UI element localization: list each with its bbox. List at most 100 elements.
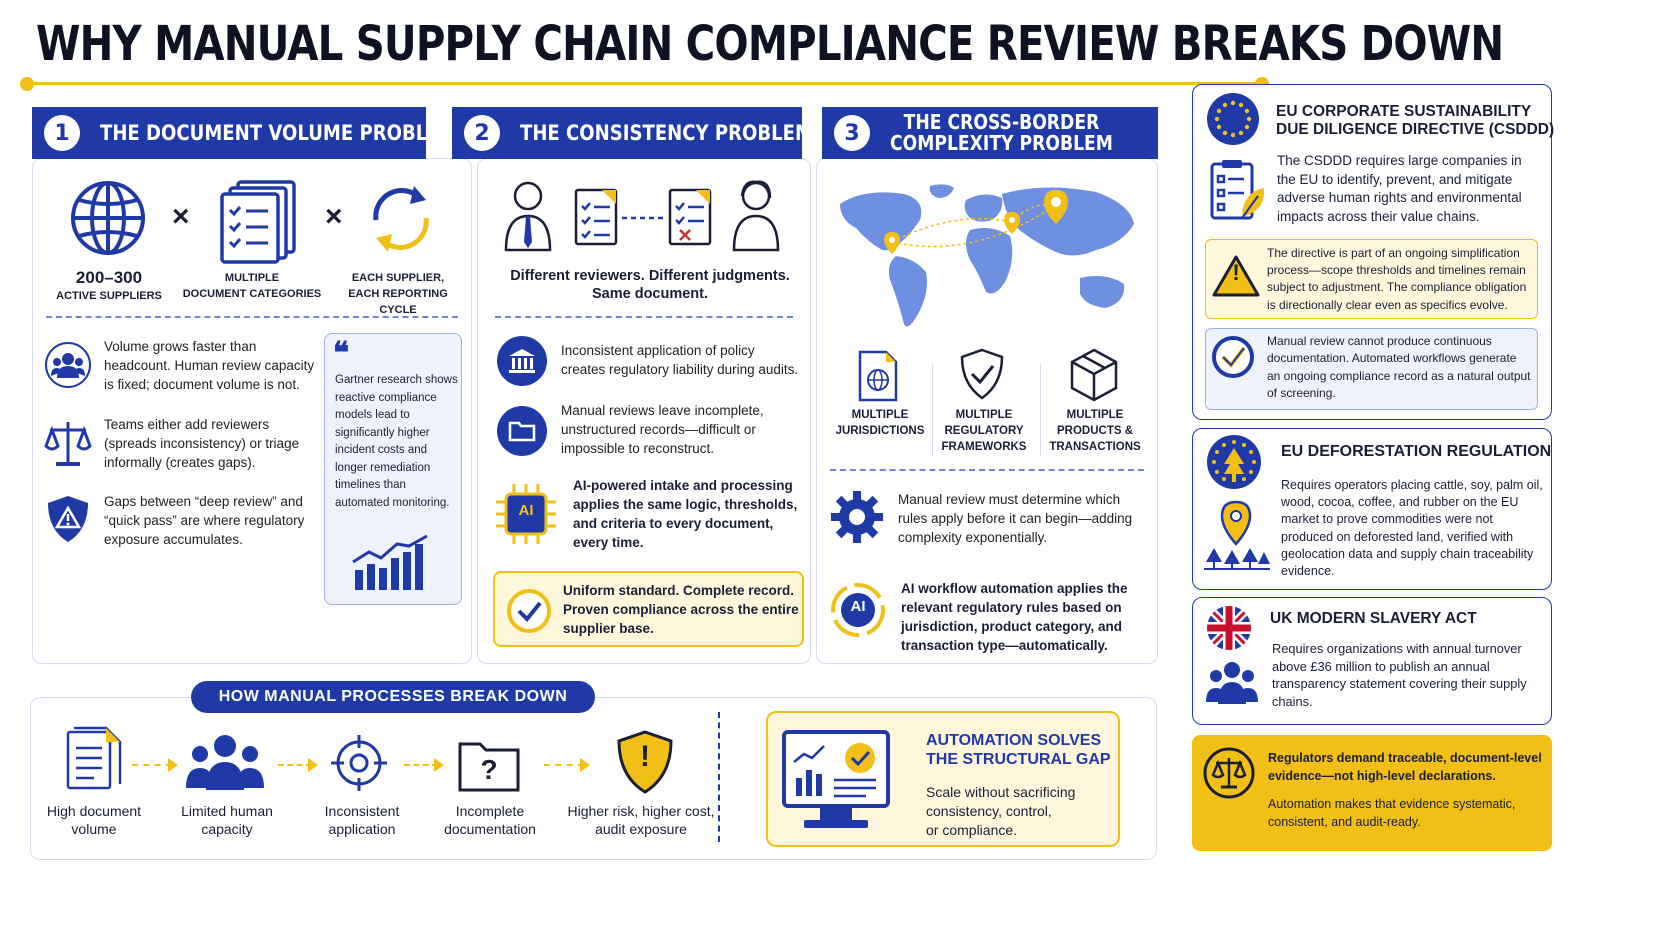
warning-triangle-icon <box>1212 255 1260 297</box>
jurisdiction-document-icon <box>858 350 898 402</box>
uniform-standard-box: Uniform standard. Complete record. Prove… <box>493 571 804 647</box>
arrow-2-head <box>308 758 318 772</box>
document-volume-icon <box>66 726 122 790</box>
step5-line2: audit exposure <box>595 821 687 837</box>
products-line1: MULTIPLE <box>1066 409 1124 421</box>
stat-cycle-line1: EACH SUPPLIER, <box>351 272 445 284</box>
panel3-point-rules: Manual review must determine which rules… <box>898 492 1133 545</box>
quote-icon: ❝ <box>333 337 350 370</box>
csddd-note-box <box>1205 328 1538 410</box>
jurisdictions-label: MULTIPLE JURISDICTIONS <box>830 407 930 439</box>
products-label: MULTIPLE PRODUCTS & TRANSACTIONS <box>1040 407 1150 455</box>
panel2-point-records: Manual reviews leave incomplete, unstruc… <box>561 403 764 456</box>
forest-location-icon <box>1204 500 1270 570</box>
uk-title: UK MODERN SLAVERY ACT <box>1270 610 1477 627</box>
refresh-cycle-icon <box>373 186 429 252</box>
panel3-divider <box>830 469 1144 471</box>
step3-line1: Inconsistent <box>324 803 400 819</box>
package-box-icon <box>1070 348 1118 402</box>
automation-title-line1: AUTOMATION SOLVES <box>926 732 1102 749</box>
dashboard-monitor-icon <box>782 730 890 828</box>
arrow-3-head <box>434 758 444 772</box>
products-line3: TRANSACTIONS <box>1049 441 1141 453</box>
panel3-header: 3 THE CROSS-BORDER COMPLEXITY PROBLEM <box>822 107 1158 159</box>
footer-callout <box>1192 735 1552 851</box>
arrow-4 <box>544 764 584 766</box>
uk-card <box>1192 597 1552 725</box>
panel2-caption-line1: Different reviewers. Different judgments… <box>510 268 790 284</box>
products-line2: PRODUCTS & <box>1056 425 1134 437</box>
automation-text-line1: Scale without sacrificing <box>926 784 1076 800</box>
times-sign-2: × <box>325 200 343 233</box>
team-icon <box>45 342 91 388</box>
icon-separator-2 <box>1040 364 1041 456</box>
check-circle-icon <box>507 589 551 633</box>
panel1-point-headcount: Volume grows faster than headcount. Huma… <box>104 339 315 392</box>
globe-icon <box>71 181 145 255</box>
jurisdictions-line2: JURISDICTIONS <box>835 425 925 437</box>
frameworks-line2: REGULATORY <box>944 425 1024 437</box>
stat-cycle-line2: EACH REPORTING CYCLE <box>348 288 448 316</box>
panel2-title: THE CONSISTENCY PROBLEM <box>520 121 813 145</box>
uniform-standard-text: Uniform standard. Complete record. Prove… <box>563 583 799 636</box>
times-sign-1: × <box>172 200 190 233</box>
footer-line1: Regulators demand traceable, document-le… <box>1268 751 1542 783</box>
panel1-header: 1 THE DOCUMENT VOLUME PROBLEM <box>32 107 458 159</box>
eu-tree-badge-icon <box>1207 435 1261 489</box>
stat-suppliers-label: ACTIVE SUPPLIERS <box>56 290 162 302</box>
csddd-title-line2: DUE DILIGENCE DIRECTIVE (CSDDD) <box>1276 121 1555 138</box>
warning-mark: ! <box>1232 260 1240 285</box>
panel1-point-reviewers: Teams either add reviewers (spreads inco… <box>104 417 300 470</box>
eu-flag-icon <box>1207 93 1259 145</box>
panel2-caption-line2: Same document. <box>591 286 709 302</box>
panel2-point-ai: AI-powered intake and processing applies… <box>573 478 798 550</box>
panel1-title: THE DOCUMENT VOLUME PROBLEM <box>100 121 458 145</box>
arrow-3 <box>404 764 438 766</box>
breakdown-divider <box>718 712 720 842</box>
gartner-quote-box: ❝ Gartner research shows reactive compli… <box>324 333 462 605</box>
stat-categories-line2: DOCUMENT CATEGORIES <box>182 288 322 300</box>
rising-chart-icon <box>352 534 428 590</box>
scales-icon <box>44 422 92 466</box>
reviewers-documents-illustration <box>504 180 780 252</box>
stat-suppliers-value: 200–300 <box>75 268 143 287</box>
panel3-point-ai: AI workflow automation applies the relev… <box>901 581 1128 653</box>
panel1-number: 1 <box>44 115 80 151</box>
breakdown-label: HOW MANUAL PROCESSES BREAK DOWN <box>191 681 595 713</box>
icon-separator-1 <box>932 364 933 456</box>
panel2-point-policy: Inconsistent application of policy creat… <box>561 343 799 377</box>
step1-line1: High document <box>46 803 142 819</box>
automation-text-line3: or compliance. <box>926 822 1018 838</box>
csddd-warning-box <box>1205 239 1538 319</box>
frameworks-line1: MULTIPLE <box>955 409 1013 421</box>
step4-line1: Incomplete <box>455 803 525 819</box>
stat-categories-line1: MULTIPLE <box>224 272 280 284</box>
justice-scales-icon <box>1203 747 1255 799</box>
question-mark: ? <box>480 754 498 785</box>
csddd-warning-text: The directive is part of an ongoing simp… <box>1267 246 1527 312</box>
panel2-header: 2 THE CONSISTENCY PROBLEM <box>452 107 813 159</box>
limited-team-icon <box>186 735 264 790</box>
csddd-body: The CSDDD requires large companies in th… <box>1277 153 1522 224</box>
incomplete-folder-icon <box>458 742 520 792</box>
panel2-number: 2 <box>464 115 500 151</box>
arrow-1 <box>132 764 172 766</box>
shield-warning-icon <box>48 496 88 542</box>
stat-cycle-label: EACH SUPPLIER, EACH REPORTING CYCLE <box>330 270 466 318</box>
eudr-body: Requires operators placing cattle, soy, … <box>1281 478 1543 579</box>
institution-icon <box>497 336 547 386</box>
stat-categories-label: MULTIPLE DOCUMENT CATEGORIES <box>182 270 322 302</box>
people-group-icon <box>1206 662 1258 704</box>
uk-flag-icon <box>1207 606 1251 650</box>
panel3-number: 3 <box>834 115 870 151</box>
automation-text-line2: consistency, control, <box>926 803 1052 819</box>
check-badge-icon <box>1212 336 1254 378</box>
shield-check-icon <box>960 348 1004 400</box>
step3-line2: application <box>328 821 396 837</box>
panel1-divider <box>46 316 458 318</box>
panel3-title-line1: THE CROSS-BORDER <box>903 110 1100 134</box>
gear-icon <box>831 491 883 543</box>
title-underline <box>28 82 1262 85</box>
gartner-quote-text: Gartner research shows reactive complian… <box>335 374 458 509</box>
automation-title-line2: THE STRUCTURAL GAP <box>926 751 1111 768</box>
